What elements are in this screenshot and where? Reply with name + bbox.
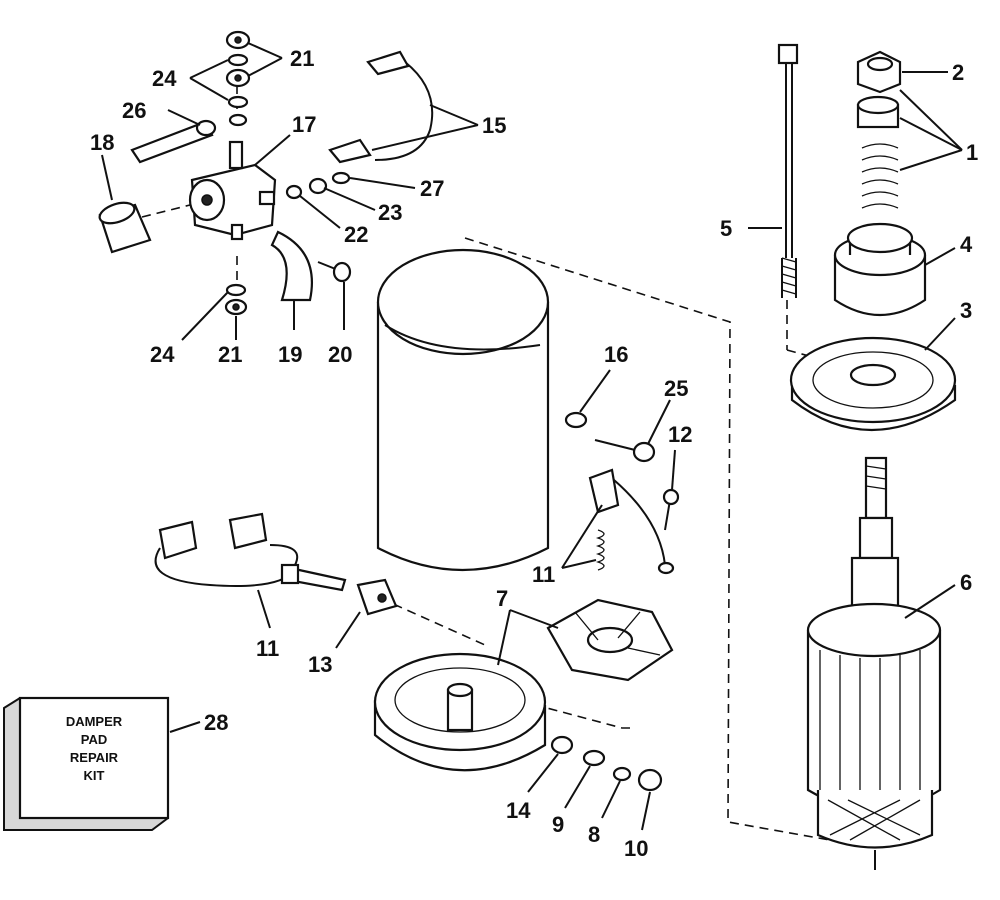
callout-2: 2 — [952, 60, 964, 85]
callout-numbers: 21 24 26 17 18 15 27 23 22 24 21 19 20 2… — [90, 46, 978, 861]
callout-17: 17 — [292, 112, 316, 137]
callout-10: 10 — [624, 836, 648, 861]
part-screw-20 — [317, 261, 352, 283]
callout-16: 16 — [604, 342, 628, 367]
callout-15: 15 — [482, 113, 506, 138]
part-through-bolt — [777, 43, 799, 298]
kit-box-line-4: KIT — [84, 768, 105, 783]
callout-20: 20 — [328, 342, 352, 367]
part-washers-bottom — [550, 735, 663, 792]
part-pinion-stack — [856, 50, 902, 209]
callout-18: 18 — [90, 130, 114, 155]
part-brush-leads — [154, 512, 347, 592]
part-stud — [130, 119, 217, 164]
callout-9: 9 — [552, 812, 564, 837]
kit-box: DAMPER PAD REPAIR KIT — [3, 696, 170, 831]
part-field-housing — [376, 248, 550, 572]
callout-24-bottom: 24 — [150, 342, 175, 367]
callout-14: 14 — [506, 798, 531, 823]
callout-11-right: 11 — [532, 562, 555, 587]
part-brush-plate — [546, 598, 674, 682]
part-terminal-hardware — [564, 411, 680, 531]
callout-5: 5 — [720, 216, 732, 241]
callout-1: 1 — [966, 140, 978, 165]
callout-24-top: 24 — [152, 66, 177, 91]
callout-3: 3 — [960, 298, 972, 323]
part-drive-end-cap — [789, 336, 957, 432]
part-bracket — [270, 230, 314, 302]
callout-21-bottom: 21 — [218, 342, 242, 367]
part-end-cap — [373, 652, 547, 772]
callout-26: 26 — [122, 98, 146, 123]
part-small-hardware — [285, 171, 351, 200]
part-nut-washer-stack-top — [225, 30, 251, 127]
callout-21-top: 21 — [290, 46, 314, 71]
part-nut-washer-stack-bottom — [224, 283, 248, 316]
part-drive-pinion — [833, 222, 927, 316]
callout-25: 25 — [664, 376, 688, 401]
callout-27: 27 — [420, 176, 444, 201]
part-armature — [806, 456, 942, 870]
callout-11-left: 11 — [256, 636, 279, 661]
callout-12: 12 — [668, 422, 692, 447]
callout-13: 13 — [308, 652, 332, 677]
part-collar-ring — [98, 201, 152, 254]
callout-22: 22 — [344, 222, 368, 247]
part-solenoid — [188, 140, 277, 241]
kit-box-line-1: DAMPER — [66, 714, 123, 729]
leader-lines — [101, 42, 963, 831]
assembly-guide-lines — [141, 85, 876, 849]
callout-19: 19 — [278, 342, 302, 367]
callout-7: 7 — [496, 586, 508, 611]
callout-8: 8 — [588, 822, 600, 847]
callout-6: 6 — [960, 570, 972, 595]
part-cable — [328, 50, 434, 164]
part-brush-holder-clip — [356, 578, 398, 616]
callout-23: 23 — [378, 200, 402, 225]
kit-box-line-2: PAD — [81, 732, 107, 747]
kit-box-line-3: REPAIR — [70, 750, 119, 765]
part-brush-spring — [588, 468, 675, 575]
callout-4: 4 — [960, 232, 973, 257]
callout-28: 28 — [204, 710, 228, 735]
